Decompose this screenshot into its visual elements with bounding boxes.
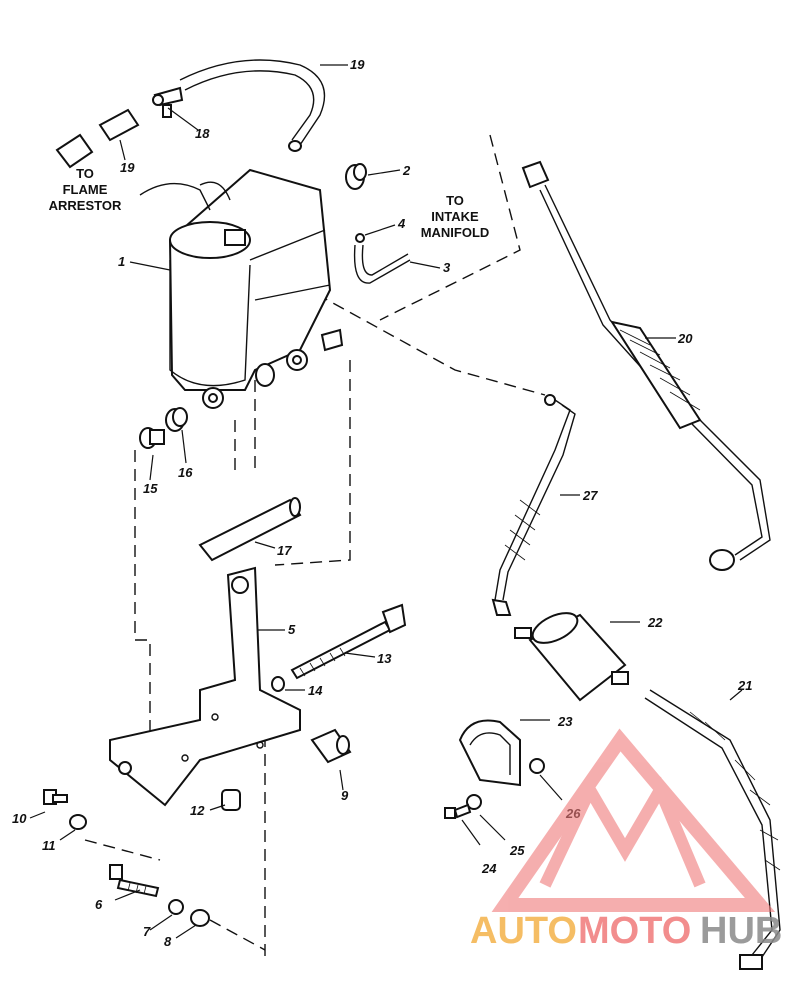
callout-24: 24 — [481, 861, 497, 876]
watermark-logo — [491, 728, 776, 912]
fuel-hose-part-27 — [491, 394, 576, 616]
washer-part-25 — [466, 794, 482, 810]
screw-part-24 — [444, 803, 472, 819]
bolt-part-6 — [109, 864, 160, 898]
vent-hose-part-19 — [179, 59, 326, 152]
callout-5: 5 — [288, 622, 296, 637]
washer-part-14 — [271, 676, 285, 692]
callout-9: 9 — [341, 788, 349, 803]
callout-13: 13 — [377, 651, 392, 666]
spacer-part-12 — [221, 789, 241, 811]
callout-7: 7 — [143, 924, 151, 939]
note-to-intake-2: INTAKE — [431, 209, 479, 224]
callout-27: 27 — [582, 488, 598, 503]
callout-23: 23 — [557, 714, 573, 729]
dashed-routing-lines — [84, 134, 546, 960]
bracket-part-5 — [109, 566, 301, 807]
watermark-text: AUTO MOTO HUB — [470, 910, 782, 952]
callout-14: 14 — [308, 683, 323, 698]
callout-25: 25 — [509, 843, 525, 858]
callout-11: 11 — [42, 838, 56, 853]
nut-part-7 — [168, 899, 184, 915]
bolt-part-10 — [43, 789, 68, 805]
grommet-pair-right — [255, 328, 344, 387]
leader-lines — [29, 64, 743, 939]
callout-12: 12 — [190, 803, 205, 818]
callout-17: 17 — [277, 543, 292, 558]
callout-8: 8 — [164, 934, 172, 949]
fuel-line-part-20 — [521, 160, 771, 571]
hose-part-3 — [353, 244, 411, 284]
note-to-flame-1: TO — [76, 166, 94, 181]
watermark-mark — [539, 776, 706, 888]
nut-part-26 — [529, 758, 545, 774]
to-flame-arrestor-note: TO FLAME ARRESTOR — [49, 166, 122, 213]
watermark-moto: MOTO — [578, 910, 691, 952]
washer-part-11 — [69, 814, 87, 830]
grommet-part-2 — [345, 163, 367, 190]
callout-19-top: 19 — [350, 57, 365, 72]
callout-20: 20 — [677, 331, 693, 346]
callout-15: 15 — [143, 481, 158, 496]
callout-22: 22 — [647, 615, 663, 630]
callout-6: 6 — [95, 897, 103, 912]
watermark-hub: HUB — [700, 910, 782, 952]
bolt-part-13 — [290, 603, 407, 680]
filter-strap-part-23 — [458, 719, 521, 787]
fuel-pump-canister — [139, 168, 332, 409]
grommet-part-16 — [165, 407, 188, 432]
sleeve-part-17 — [198, 497, 302, 562]
to-intake-manifold-note: TO INTAKE MANIFOLD — [421, 193, 490, 240]
callout-18: 18 — [195, 126, 210, 141]
washer-part-8 — [190, 909, 210, 927]
callout-2: 2 — [402, 163, 411, 178]
note-to-intake-3: MANIFOLD — [421, 225, 490, 240]
callout-4: 4 — [397, 216, 406, 231]
callout-16: 16 — [178, 465, 193, 480]
callout-19-left: 19 — [120, 160, 135, 175]
callout-3: 3 — [443, 260, 451, 275]
note-to-flame-3: ARRESTOR — [49, 198, 122, 213]
clamp-part-4 — [355, 233, 365, 243]
callout-numbers: 1 2 3 4 5 6 7 8 9 10 11 12 13 14 15 16 1… — [12, 57, 752, 949]
note-to-flame-2: FLAME — [63, 182, 108, 197]
short-hose-part-19 — [98, 108, 140, 142]
screw-part-15 — [139, 427, 165, 449]
callout-21: 21 — [737, 678, 752, 693]
watermark-triangle — [491, 728, 776, 912]
spacer-part-9 — [310, 728, 352, 764]
hose-to-flame-arrestor — [55, 133, 94, 169]
tee-fitting-part-18 — [152, 86, 184, 118]
callout-1: 1 — [118, 254, 125, 269]
note-to-intake-1: TO — [446, 193, 464, 208]
watermark-auto: AUTO — [470, 910, 577, 952]
callout-10: 10 — [12, 811, 27, 826]
fuel-filter-part-22 — [514, 612, 629, 702]
fuel-hose-part-21 — [644, 689, 781, 970]
